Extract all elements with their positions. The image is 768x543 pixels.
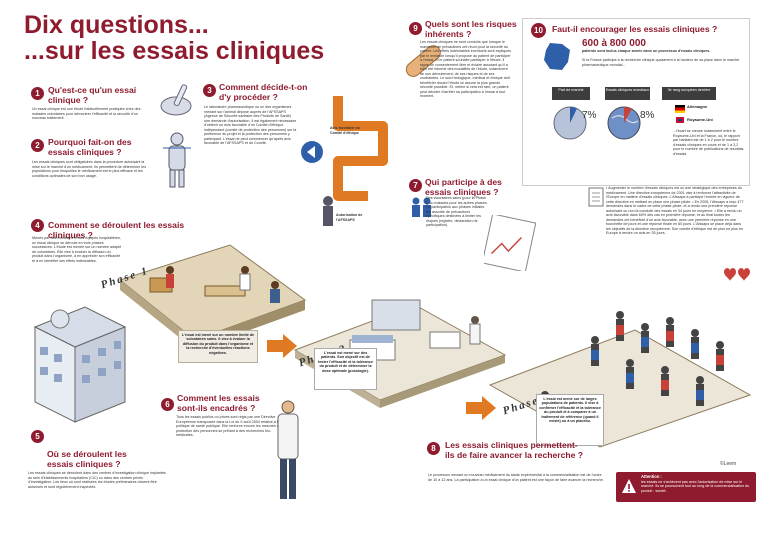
attention-title: Attention : [641, 474, 662, 479]
phase3-platform [488, 311, 752, 448]
credit-text: ©Leem [720, 461, 737, 467]
globe-icon [607, 106, 641, 140]
q6-text: Tous les essais publics ou privés sont r… [176, 415, 281, 437]
question-number-5: 5 [31, 430, 44, 443]
header-global-trials: Essais cliniques mondiaux [605, 87, 650, 100]
header-market-share: Part de marché [552, 87, 590, 100]
people-icon [412, 197, 431, 217]
approval-path-diagram [301, 96, 388, 226]
q1-text: Un essai clinique est une étude habituel… [32, 107, 141, 120]
q8-title: Les essais cliniques permettent-ils de f… [445, 440, 584, 460]
question-number-4: 4 [31, 219, 44, 232]
q10-title: Faut-il encourager les essais cliniques … [552, 24, 718, 34]
question-number-2: 2 [31, 139, 44, 152]
pct-market-share: 7% [582, 110, 597, 121]
document-icon [588, 187, 604, 207]
q10-sub: patients sont inclus chaque année dans u… [582, 49, 711, 53]
phase1-platform [118, 244, 307, 350]
germany-flag-icon [675, 105, 685, 113]
q8-text: Le processus menant un nouveau médicamen… [428, 473, 604, 482]
q7-title: Qui participe à des essais cliniques ? [425, 177, 502, 197]
page-title-line2: ...sur les essais cliniques [24, 37, 325, 65]
q3-text: Le laboratoire pharmaceutique ou un des … [204, 105, 297, 145]
hearts-icon [724, 268, 750, 281]
phase2-platform [293, 299, 507, 408]
question-number-9: 9 [409, 22, 422, 35]
hospital-building-icon [33, 306, 127, 423]
question-number-8: 8 [427, 442, 440, 455]
q9-text: Les essais cliniques ne sont conduits qu… [420, 40, 512, 98]
q6-title: Comment les essais sont-ils encadrés ? [177, 393, 260, 413]
q10-text2: ...l'écart se creuse notamment entre le … [673, 129, 744, 156]
question-number-1: 1 [31, 87, 44, 100]
q10-intro-text: Si la France participe à la recherche cl… [582, 58, 740, 67]
country-1: Allemagne [687, 104, 708, 109]
question-number-6: 6 [161, 398, 174, 411]
header-european-rank: 3e rang européen derrière [662, 87, 716, 100]
q4-text: Menés par des médecins et des équipes ho… [32, 236, 122, 263]
q10-big-figure: 600 à 800 000 [582, 38, 646, 49]
pct-global-trials: 8% [640, 110, 655, 121]
bandage-icon [405, 45, 441, 77]
q4-title: Comment se déroulent les essais clinique… [48, 220, 185, 240]
question-number-10: 10 [531, 23, 546, 38]
attention-text: les essais ne s'achèvent pas avec l'auto… [641, 480, 750, 493]
phase1-text: L'essai est mené sur un nombre limité de… [178, 330, 258, 363]
mortar-pestle-icon [160, 84, 192, 116]
france-map-icon [544, 43, 570, 70]
q1-title: Qu'est-ce qu'un essai clinique ? [48, 85, 137, 105]
label-autorisation: Autorisation de l'AFSSAPS [336, 213, 363, 222]
country-2: Royaume-Uni [687, 117, 713, 122]
q2-text: Les essais cliniques sont obligatoires d… [32, 160, 147, 178]
phase2-text: L'essai est mené sur des patients. Son o… [314, 348, 377, 390]
q2-title: Pourquoi fait-on des essais cliniques ? [48, 137, 132, 157]
pie-market-share [553, 106, 587, 140]
document-chart-icon [484, 215, 536, 271]
doctor-figure [277, 400, 299, 499]
phase3-text: L'essai est mené sur de larges populatio… [536, 394, 604, 446]
q3-title: Comment décide-t-on d'y procéder ? [219, 82, 308, 102]
q9-title: Quels sont les risques inhérents ? [425, 19, 517, 39]
question-number-3: 3 [203, 84, 216, 97]
human-body-icon [163, 132, 191, 188]
label-avis-favorable: Avis favorable du Comité d'éthique [330, 126, 360, 135]
q10-bullets: • Augmenter le nombre d'essais cliniques… [606, 186, 744, 235]
page-title-line1: Dix questions... [24, 11, 209, 39]
q7-text: Des volontaires sains (pour la Phase I) … [426, 196, 488, 227]
question-number-7: 7 [409, 179, 422, 192]
arrow-phase1-to-2 [267, 334, 297, 358]
warning-icon [622, 479, 636, 493]
q5-title: Où se déroulent les essais cliniques ? [47, 449, 127, 469]
arrow-phase2-to-3 [466, 396, 496, 420]
uk-flag-icon [675, 116, 685, 124]
attention-box [616, 472, 756, 502]
q5-text: Les essais cliniques se déroulent dans d… [28, 471, 166, 489]
